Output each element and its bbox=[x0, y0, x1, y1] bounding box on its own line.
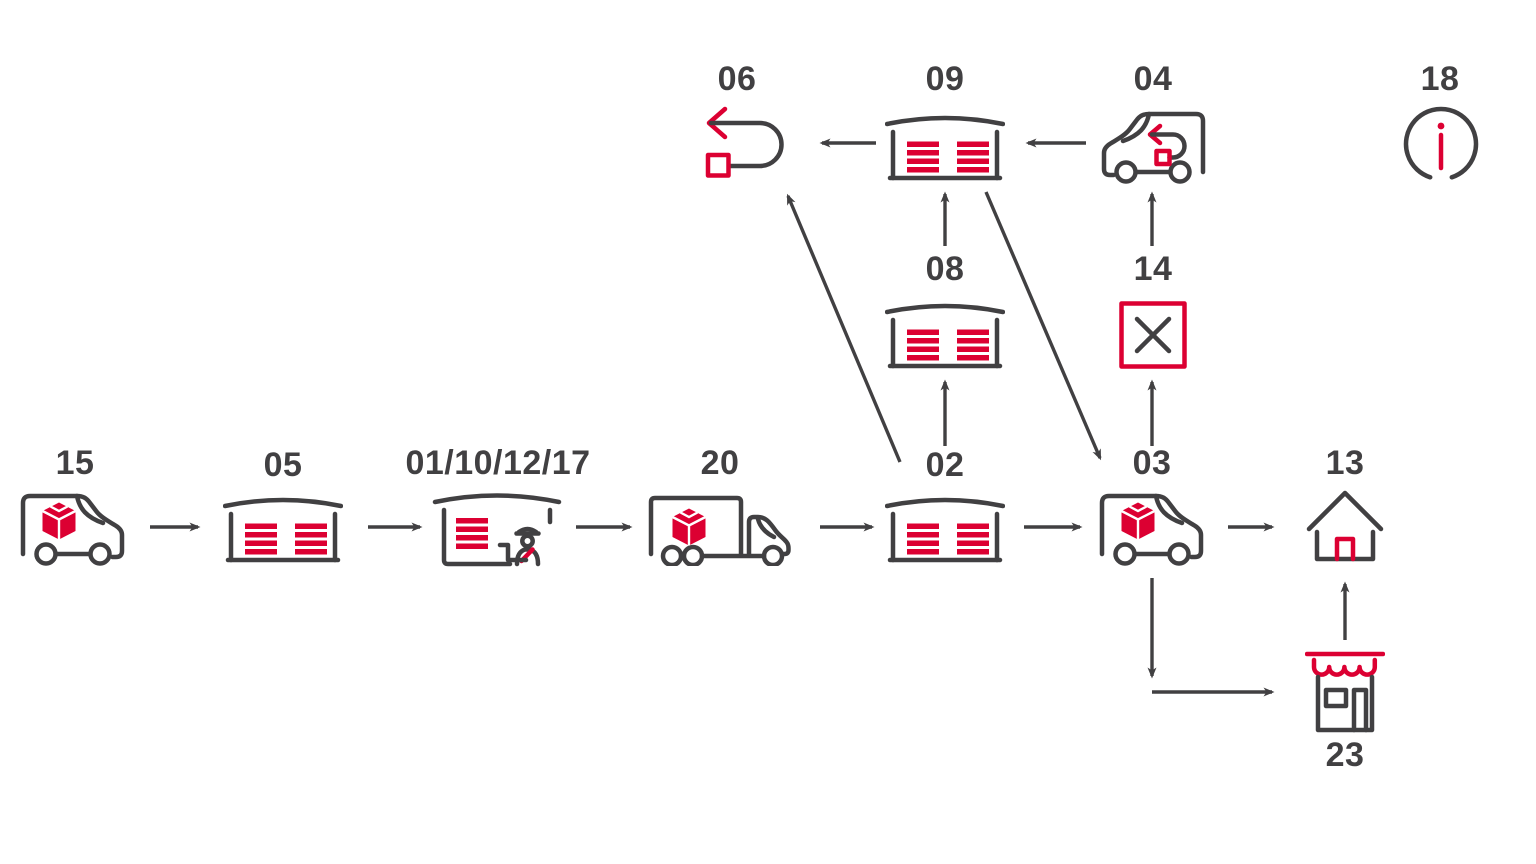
customs-officer-icon bbox=[497, 526, 541, 567]
return-van-icon bbox=[1101, 111, 1206, 184]
node-label-01-10-12-17: 01/10/12/17 bbox=[405, 444, 591, 482]
node-label-14: 14 bbox=[1133, 250, 1173, 288]
warehouse-icon bbox=[885, 108, 1005, 182]
node-label-06: 06 bbox=[717, 60, 757, 98]
house-icon bbox=[1306, 490, 1384, 562]
node-label-03: 03 bbox=[1132, 444, 1172, 482]
cancel-box-icon bbox=[1119, 301, 1187, 369]
node-label-23: 23 bbox=[1325, 736, 1365, 774]
return-arrow-icon bbox=[705, 106, 784, 178]
delivery-van-icon bbox=[16, 484, 130, 566]
shop-icon bbox=[1305, 651, 1385, 733]
node-label-04: 04 bbox=[1133, 60, 1173, 98]
warehouse-icon bbox=[885, 296, 1005, 370]
node-label-18: 18 bbox=[1420, 60, 1460, 98]
node-label-05: 05 bbox=[263, 446, 303, 484]
node-label-09: 09 bbox=[925, 60, 965, 98]
return-symbol-icon bbox=[1147, 123, 1187, 167]
node-label-08: 08 bbox=[925, 250, 965, 288]
warehouse-icon bbox=[885, 490, 1005, 564]
node-label-15: 15 bbox=[55, 444, 95, 482]
node-label-13: 13 bbox=[1325, 444, 1365, 482]
node-label-20: 20 bbox=[700, 444, 740, 482]
arrow-02-to-06 bbox=[786, 193, 902, 463]
linehaul-truck-icon bbox=[648, 495, 791, 566]
arrow-09-to-03 bbox=[984, 191, 1102, 461]
warehouse-icon bbox=[223, 490, 343, 564]
warehouse-customs-icon bbox=[432, 493, 562, 567]
delivery-van-icon bbox=[1095, 484, 1209, 566]
node-label-02: 02 bbox=[925, 446, 965, 484]
info-circle-icon bbox=[1403, 106, 1479, 180]
